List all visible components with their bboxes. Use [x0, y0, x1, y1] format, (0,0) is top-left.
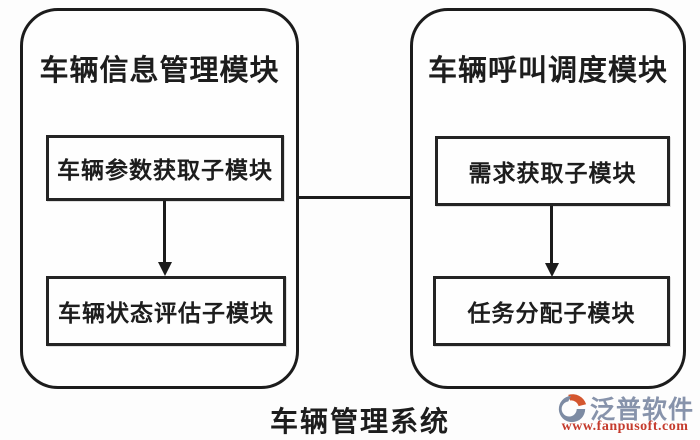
watermark-url: www.fanpusoft.com: [561, 419, 689, 434]
diagram-caption: 车辆管理系统: [269, 407, 450, 438]
arrow-down-icon: [545, 263, 559, 277]
subbox-label: 任务分配子模块: [467, 301, 636, 326]
module-vehicle-info-management: 车辆信息管理模块 车辆参数获取子模块 车辆状态评估子模块: [20, 8, 299, 389]
subbox-label: 需求获取子模块: [468, 161, 637, 186]
subbox-vehicle-parameter-acquisition: 车辆参数获取子模块: [46, 135, 284, 201]
watermark-brand: 泛普软件: [590, 397, 695, 424]
subbox-label: 车辆参数获取子模块: [57, 158, 273, 183]
fanpu-logo-icon: [558, 394, 587, 423]
arrow-stem: [163, 201, 166, 263]
module-vehicle-call-dispatch: 车辆呼叫调度模块 需求获取子模块 任务分配子模块: [410, 8, 686, 389]
arrow-stem: [550, 206, 553, 264]
subbox-task-allocation: 任务分配子模块: [433, 276, 670, 346]
subbox-label: 车辆状态评估子模块: [58, 301, 274, 326]
fanpu-watermark: 泛普软件 www.fanpusoft.com: [554, 391, 696, 439]
subbox-vehicle-status-evaluation: 车辆状态评估子模块: [46, 276, 286, 346]
subbox-demand-acquisition: 需求获取子模块: [435, 136, 670, 206]
arrow-down-icon: [158, 262, 172, 276]
module-connector-line: [297, 196, 412, 199]
module-title: 车辆信息管理模块: [39, 55, 280, 87]
module-title: 车辆呼叫调度模块: [427, 55, 668, 87]
